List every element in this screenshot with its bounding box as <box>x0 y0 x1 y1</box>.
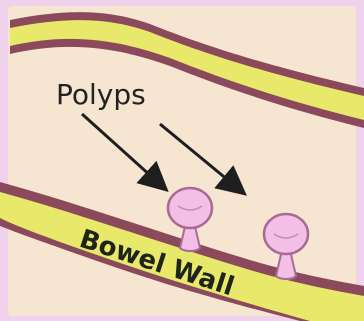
polyps-label: Polyps <box>56 78 146 111</box>
